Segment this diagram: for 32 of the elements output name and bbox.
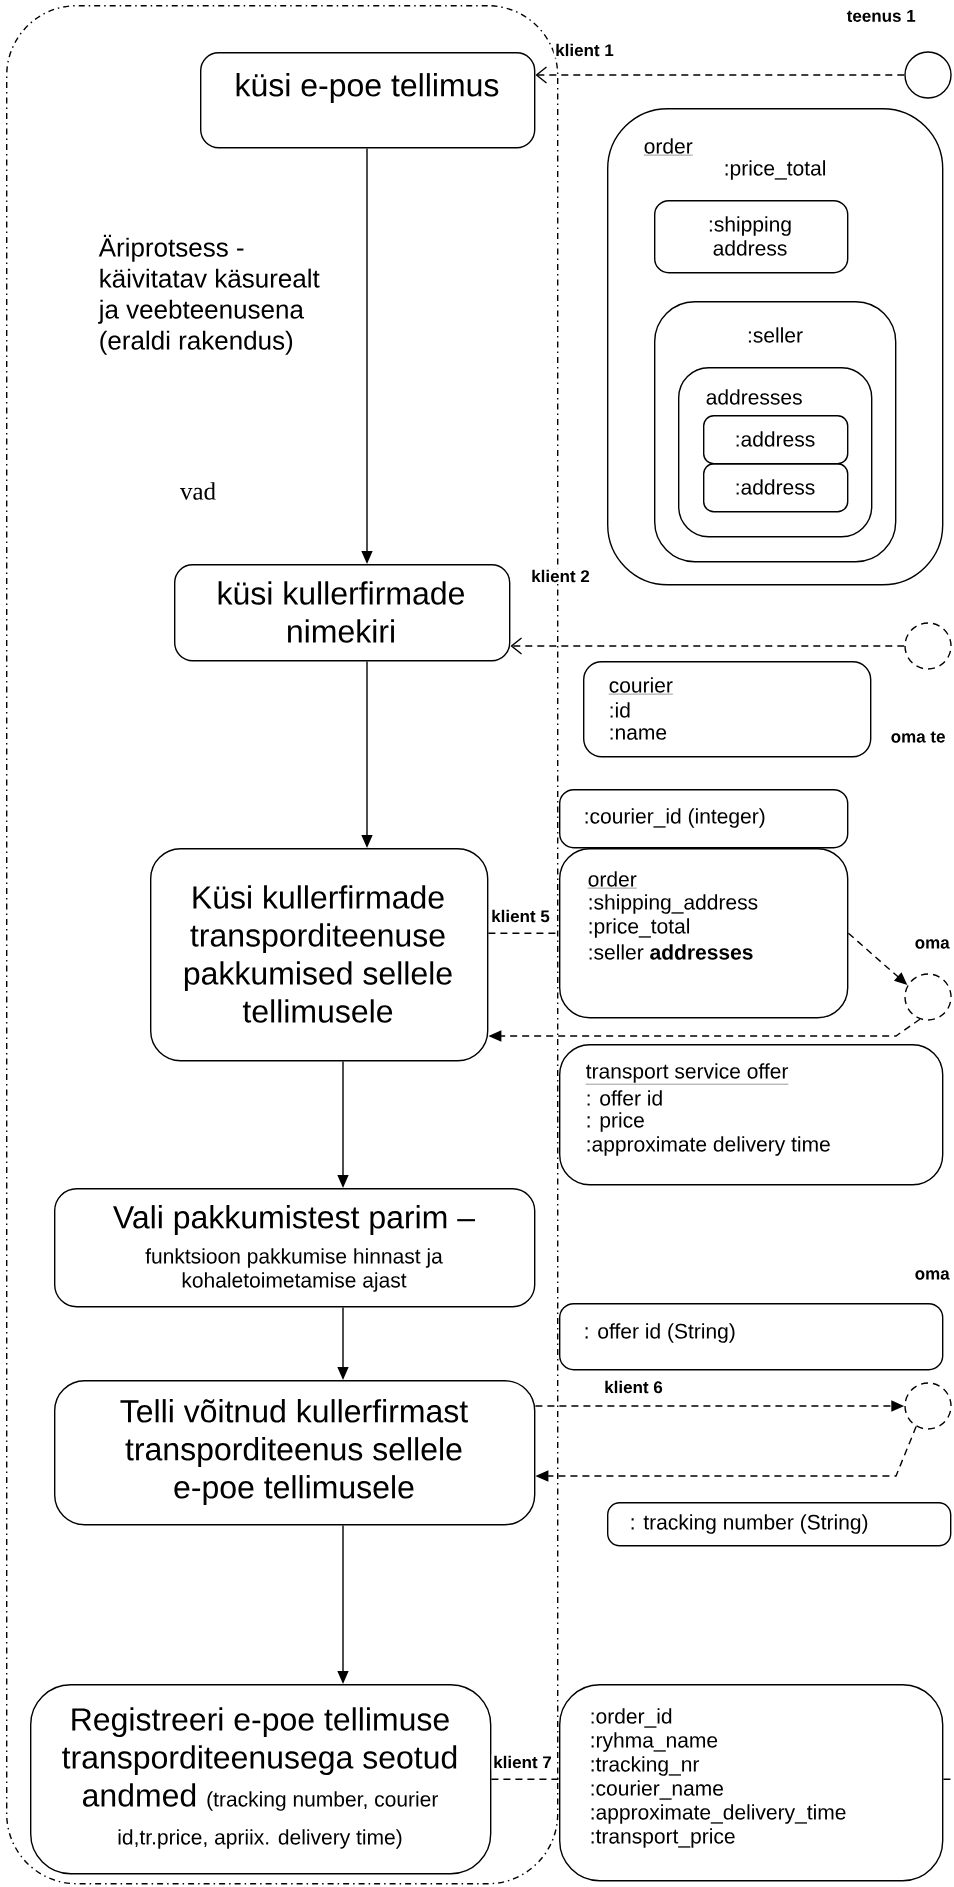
edge-label: klient 7 — [491, 1754, 554, 1770]
service-label: oma — [915, 939, 950, 949]
edge-label: klient 5 — [489, 908, 552, 924]
service-label: oma te — [891, 731, 945, 743]
data-box: :shipping address — [654, 200, 849, 274]
data-box: :address — [703, 415, 849, 465]
process-box: Telli võitnud kullerfirmast transporditeenus sellele e-poe tellimusele — [54, 1380, 536, 1526]
service-circle — [904, 51, 952, 99]
service-label: oma — [915, 1270, 950, 1280]
data-box: courier :id :name — [583, 661, 872, 758]
service-circle — [904, 1382, 952, 1430]
process-box: Küsi kullerfirmade transporditeenuse pakkumised sellele tellimusele — [150, 848, 489, 1062]
edge-label: klient 1 — [553, 42, 616, 58]
arrow — [535, 66, 905, 84]
edge-label: klient 6 — [602, 1379, 665, 1395]
data-box: : tracking number (String) — [607, 1502, 952, 1547]
data-box: :order_id :ryhma_name :tracking_nr :courier_name :approximate_delivery_time :transport_price — [559, 1684, 944, 1882]
text-fragment: vad — [179, 482, 216, 500]
service-label: teenus 1 — [846, 10, 916, 22]
arrow — [510, 637, 905, 655]
process-box: küsi kullerfirmade nimekiri — [174, 564, 511, 662]
process-box: küsi e-poe tellimus — [200, 52, 536, 149]
data-box: transport service offer : offer id : price :approximate delivery time — [559, 1044, 944, 1186]
edge-label: klient 2 — [529, 568, 592, 584]
service-circle — [904, 622, 952, 670]
process-box: Registreeri e-poe tellimuse transporditeenusega seotud andmed (tracking number, courier id,tr.price, apriix. delivery time) — [30, 1684, 492, 1875]
data-box: : offer id (String) — [559, 1303, 944, 1371]
data-box: :courier_id (integer) — [559, 789, 849, 849]
data-box: :address — [703, 463, 849, 513]
service-circle — [904, 973, 952, 1021]
process-box: Vali pakkumistest parim – funktsioon pakkumise hinnast ja kohaletoimetamise ajast — [54, 1188, 536, 1308]
data-box: order :shipping_address :price_total :seller addresses — [559, 848, 849, 1019]
